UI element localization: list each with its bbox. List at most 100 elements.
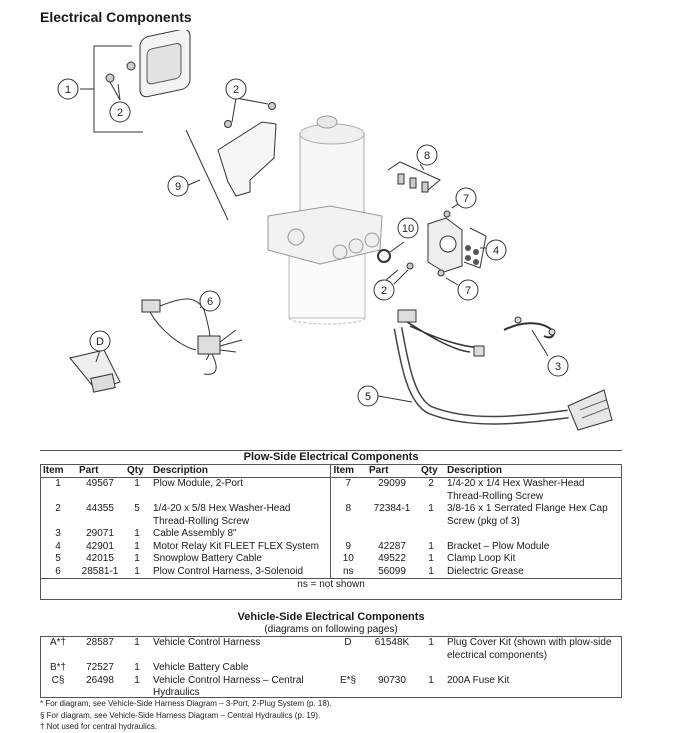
item-cell: 7 — [329, 477, 366, 503]
description-cell: Bracket – Plow Module — [447, 540, 550, 552]
part-cell: 49567 — [86, 478, 114, 489]
qty-cell: 1 — [134, 565, 140, 577]
qty-cell: 1 — [134, 637, 140, 648]
description-cell: Plow Module, 2-Port — [153, 478, 244, 489]
description-cell: Vehicle Battery Cable — [153, 662, 249, 673]
callout-label: 8 — [424, 150, 430, 162]
page-title: Electrical Components — [40, 9, 192, 25]
part-cell: 90730 — [378, 674, 406, 686]
vehicle-side-table: Vehicle-Side Electrical Components (diag… — [40, 611, 623, 700]
callout-label: 7 — [463, 193, 469, 205]
table-row: 2 44355 5 1/4-20 x 5/8 Hex Washer-Head T… — [40, 503, 622, 528]
description-cell: Plug Cover Kit (shown with plow-side ele… — [447, 637, 612, 661]
qty-cell — [418, 662, 444, 675]
qty-cell: 1 — [134, 478, 140, 489]
part-cell: 42015 — [86, 553, 114, 564]
part-cell: 28581-1 — [81, 565, 119, 577]
module-bracket-part — [217, 102, 277, 197]
item-cell: B*† — [49, 662, 67, 673]
hydraulic-unit-part — [267, 115, 383, 325]
col-qty: Qty — [124, 464, 150, 478]
description-cell: Cable Assembly 8" — [153, 528, 237, 539]
not-shown-note: ns = not shown — [40, 578, 623, 592]
item-cell: E*§ — [339, 674, 357, 686]
item-cell: 9 — [329, 540, 366, 553]
footnotes: * For diagram, see Vehicle-Side Harness … — [40, 698, 332, 733]
control-harness-part — [141, 298, 243, 375]
qty-cell: 1 — [134, 662, 140, 673]
qty-cell — [418, 528, 444, 541]
exploded-parts-diagram: 1 2 2 2 3 4 5 6 7 7 8 9 10 D — [57, 30, 613, 431]
item-cell: 10 — [329, 553, 366, 566]
description-cell: Plow Control Harness, 3-Solenoid — [153, 565, 304, 577]
part-cell: 42287 — [378, 540, 406, 552]
footnote: * For diagram, see Vehicle-Side Harness … — [40, 699, 332, 708]
col-description: Description — [150, 464, 330, 478]
item-cell: 2 — [55, 503, 61, 514]
qty-cell: 1 — [134, 540, 140, 552]
qty-cell: 1 — [428, 565, 434, 577]
description-cell: Vehicle Control Harness — [153, 637, 261, 648]
description-cell: 200A Fuse Kit — [447, 674, 510, 686]
plow-side-title: Plow-Side Electrical Components — [40, 450, 623, 465]
callout-label: 5 — [365, 391, 371, 403]
description-cell: 1/4-20 x 1/4 Hex Washer-Head Thread-Roll… — [447, 478, 585, 502]
qty-cell: 1 — [428, 540, 434, 552]
table-row: A*† 28587 1 Vehicle Control Harness D 61… — [40, 637, 622, 663]
item-cell: 5 — [55, 553, 61, 564]
plow-module-part — [105, 30, 191, 98]
item-cell — [330, 662, 366, 675]
callout-label: D — [96, 336, 104, 348]
col-item: Item — [40, 464, 76, 478]
qty-cell: 1 — [134, 528, 140, 539]
qty-cell: 5 — [134, 503, 140, 514]
col-part: Part — [366, 464, 418, 478]
vehicle-side-subtitle: (diagrams on following pages) — [264, 623, 398, 635]
item-cell: D — [344, 637, 352, 648]
plug-cover-part — [69, 349, 121, 393]
table-row: 6 28581-1 1 Plow Control Harness, 3-Sole… — [40, 565, 622, 579]
description-cell: Vehicle Control Harness – Central Hydrau… — [153, 674, 304, 699]
item-cell: ns — [329, 565, 366, 579]
part-cell: 29071 — [86, 528, 114, 539]
qty-cell: 1 — [428, 637, 434, 648]
part-cell: 26498 — [86, 674, 114, 686]
item-cell: 8 — [329, 503, 366, 528]
callout-label: 1 — [65, 84, 71, 96]
table-row: C§ 26498 1 Vehicle Control Harness – Cen… — [40, 675, 622, 700]
part-cell: 72527 — [86, 662, 114, 673]
cable-assembly-part — [503, 316, 556, 339]
description-cell: Motor Relay Kit FLEET FLEX System — [153, 540, 319, 552]
qty-cell: 1 — [428, 674, 434, 686]
item-cell: C§ — [51, 674, 65, 686]
footnote: § For diagram, see Vehicle-Side Harness … — [40, 710, 321, 720]
footnote: † Not used for central hydraulics. — [40, 722, 157, 731]
item-cell: A*† — [49, 637, 67, 648]
description-cell: 3/8-16 x 1 Serrated Flange Hex Cap Screw… — [447, 503, 608, 527]
item-cell: 4 — [55, 540, 61, 552]
table-row: 1 49567 1 Plow Module, 2-Port 7 29099 2 … — [40, 477, 622, 503]
callout-label: 3 — [555, 361, 561, 373]
description-cell — [444, 662, 622, 675]
item-cell — [329, 528, 366, 541]
item-cell: 6 — [55, 565, 61, 577]
description-cell: Dielectric Grease — [447, 565, 524, 577]
callout-label: 10 — [402, 223, 414, 235]
qty-cell: 1 — [134, 553, 140, 564]
plow-side-table: Plow-Side Electrical Components Item Par… — [40, 450, 623, 592]
part-cell: 49522 — [378, 553, 406, 564]
item-cell: 1 — [55, 478, 61, 489]
col-item: Item — [329, 464, 366, 478]
qty-cell: 1 — [428, 553, 434, 564]
description-cell — [444, 528, 622, 541]
motor-relay-part — [427, 217, 487, 273]
table-row: 4 42901 1 Motor Relay Kit FLEET FLEX Sys… — [40, 540, 622, 553]
table-row: B*† 72527 1 Vehicle Battery Cable — [40, 662, 622, 675]
table-row: 3 29071 1 Cable Assembly 8" — [40, 528, 622, 541]
callout-label: 2 — [233, 84, 239, 96]
part-cell: 56099 — [378, 565, 406, 577]
qty-cell: 1 — [428, 503, 434, 514]
part-cell: 28587 — [86, 637, 114, 648]
part-cell: 42901 — [86, 540, 114, 552]
callout-label: 6 — [207, 296, 213, 308]
